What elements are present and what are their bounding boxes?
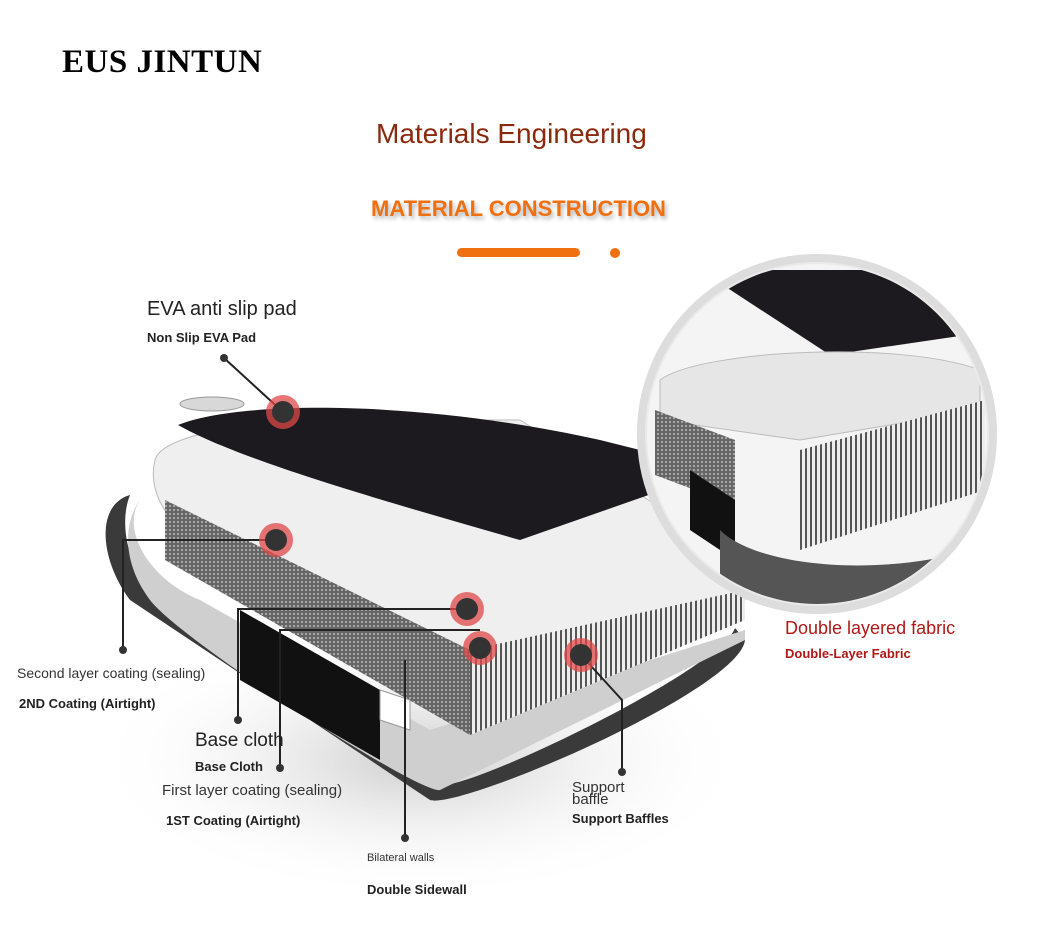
marker-eva bbox=[266, 395, 300, 429]
fabric-label: Double layered fabric bbox=[785, 618, 956, 638]
brand-logo: EUS JINTUN bbox=[62, 44, 263, 80]
marker-first-coating bbox=[463, 631, 497, 665]
accent-bar bbox=[457, 248, 580, 257]
first-coating-label: First layer coating (sealing) bbox=[162, 782, 343, 799]
section-title: Materials Engineering bbox=[376, 118, 647, 149]
base-cloth-sublabel: Base Cloth bbox=[195, 759, 263, 774]
eva-sublabel: Non Slip EVA Pad bbox=[147, 330, 257, 345]
sidewall-sublabel: Double Sidewall bbox=[367, 882, 467, 897]
markers bbox=[259, 395, 598, 672]
marker-baffle bbox=[564, 638, 598, 672]
section-subtitle: MATERIAL CONSTRUCTION bbox=[371, 196, 666, 221]
accent-dot bbox=[610, 248, 620, 258]
marker-second-coating bbox=[259, 523, 293, 557]
baffle-label: Support baffle bbox=[572, 779, 625, 808]
fabric-sublabel: Double-Layer Fabric bbox=[785, 646, 911, 661]
eva-label: EVA anti slip pad bbox=[147, 298, 297, 320]
second-coating-label: Second layer coating (sealing) bbox=[17, 665, 206, 681]
base-cloth-label: Base cloth bbox=[195, 730, 284, 751]
sidewall-label: Bilateral walls bbox=[367, 852, 435, 864]
second-coating-sublabel: 2ND Coating (Airtight) bbox=[19, 696, 156, 711]
first-coating-sublabel: 1ST Coating (Airtight) bbox=[166, 813, 301, 828]
marker-base-cloth bbox=[450, 592, 484, 626]
baffle-sublabel: Support Baffles bbox=[572, 811, 669, 826]
